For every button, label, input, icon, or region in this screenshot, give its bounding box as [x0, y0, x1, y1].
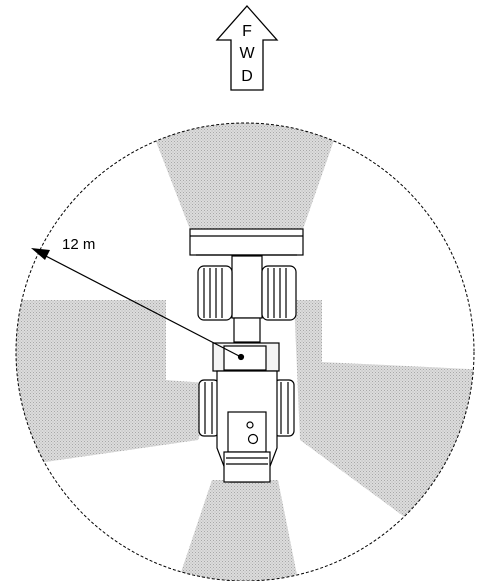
- machine-top-view: [189, 228, 304, 483]
- fwd-letter-w: W: [239, 45, 255, 62]
- front-left-wheel: [197, 265, 233, 321]
- front-blind-zone: [140, 123, 348, 232]
- radius-label: 12 m: [62, 236, 95, 253]
- rear-blind-zone: [175, 480, 300, 581]
- radius-circle: [15, 122, 475, 581]
- fwd-letter-f: F: [242, 23, 252, 40]
- rear-right-wheel: [273, 379, 295, 437]
- radius-arrow: 12 m: [31, 236, 242, 358]
- right-blind-zone: [294, 300, 474, 580]
- counterweight: [223, 451, 271, 483]
- rear-left-wheel: [198, 379, 220, 437]
- fwd-arrow: F W D: [215, 5, 279, 91]
- front-right-wheel: [261, 265, 297, 321]
- left-blind-zone: [16, 300, 220, 470]
- front-frame: [231, 255, 263, 319]
- articulation-joint: [233, 317, 261, 343]
- front-blade: [189, 228, 304, 256]
- engine-cover: [227, 411, 267, 453]
- fwd-letter-d: D: [241, 68, 253, 85]
